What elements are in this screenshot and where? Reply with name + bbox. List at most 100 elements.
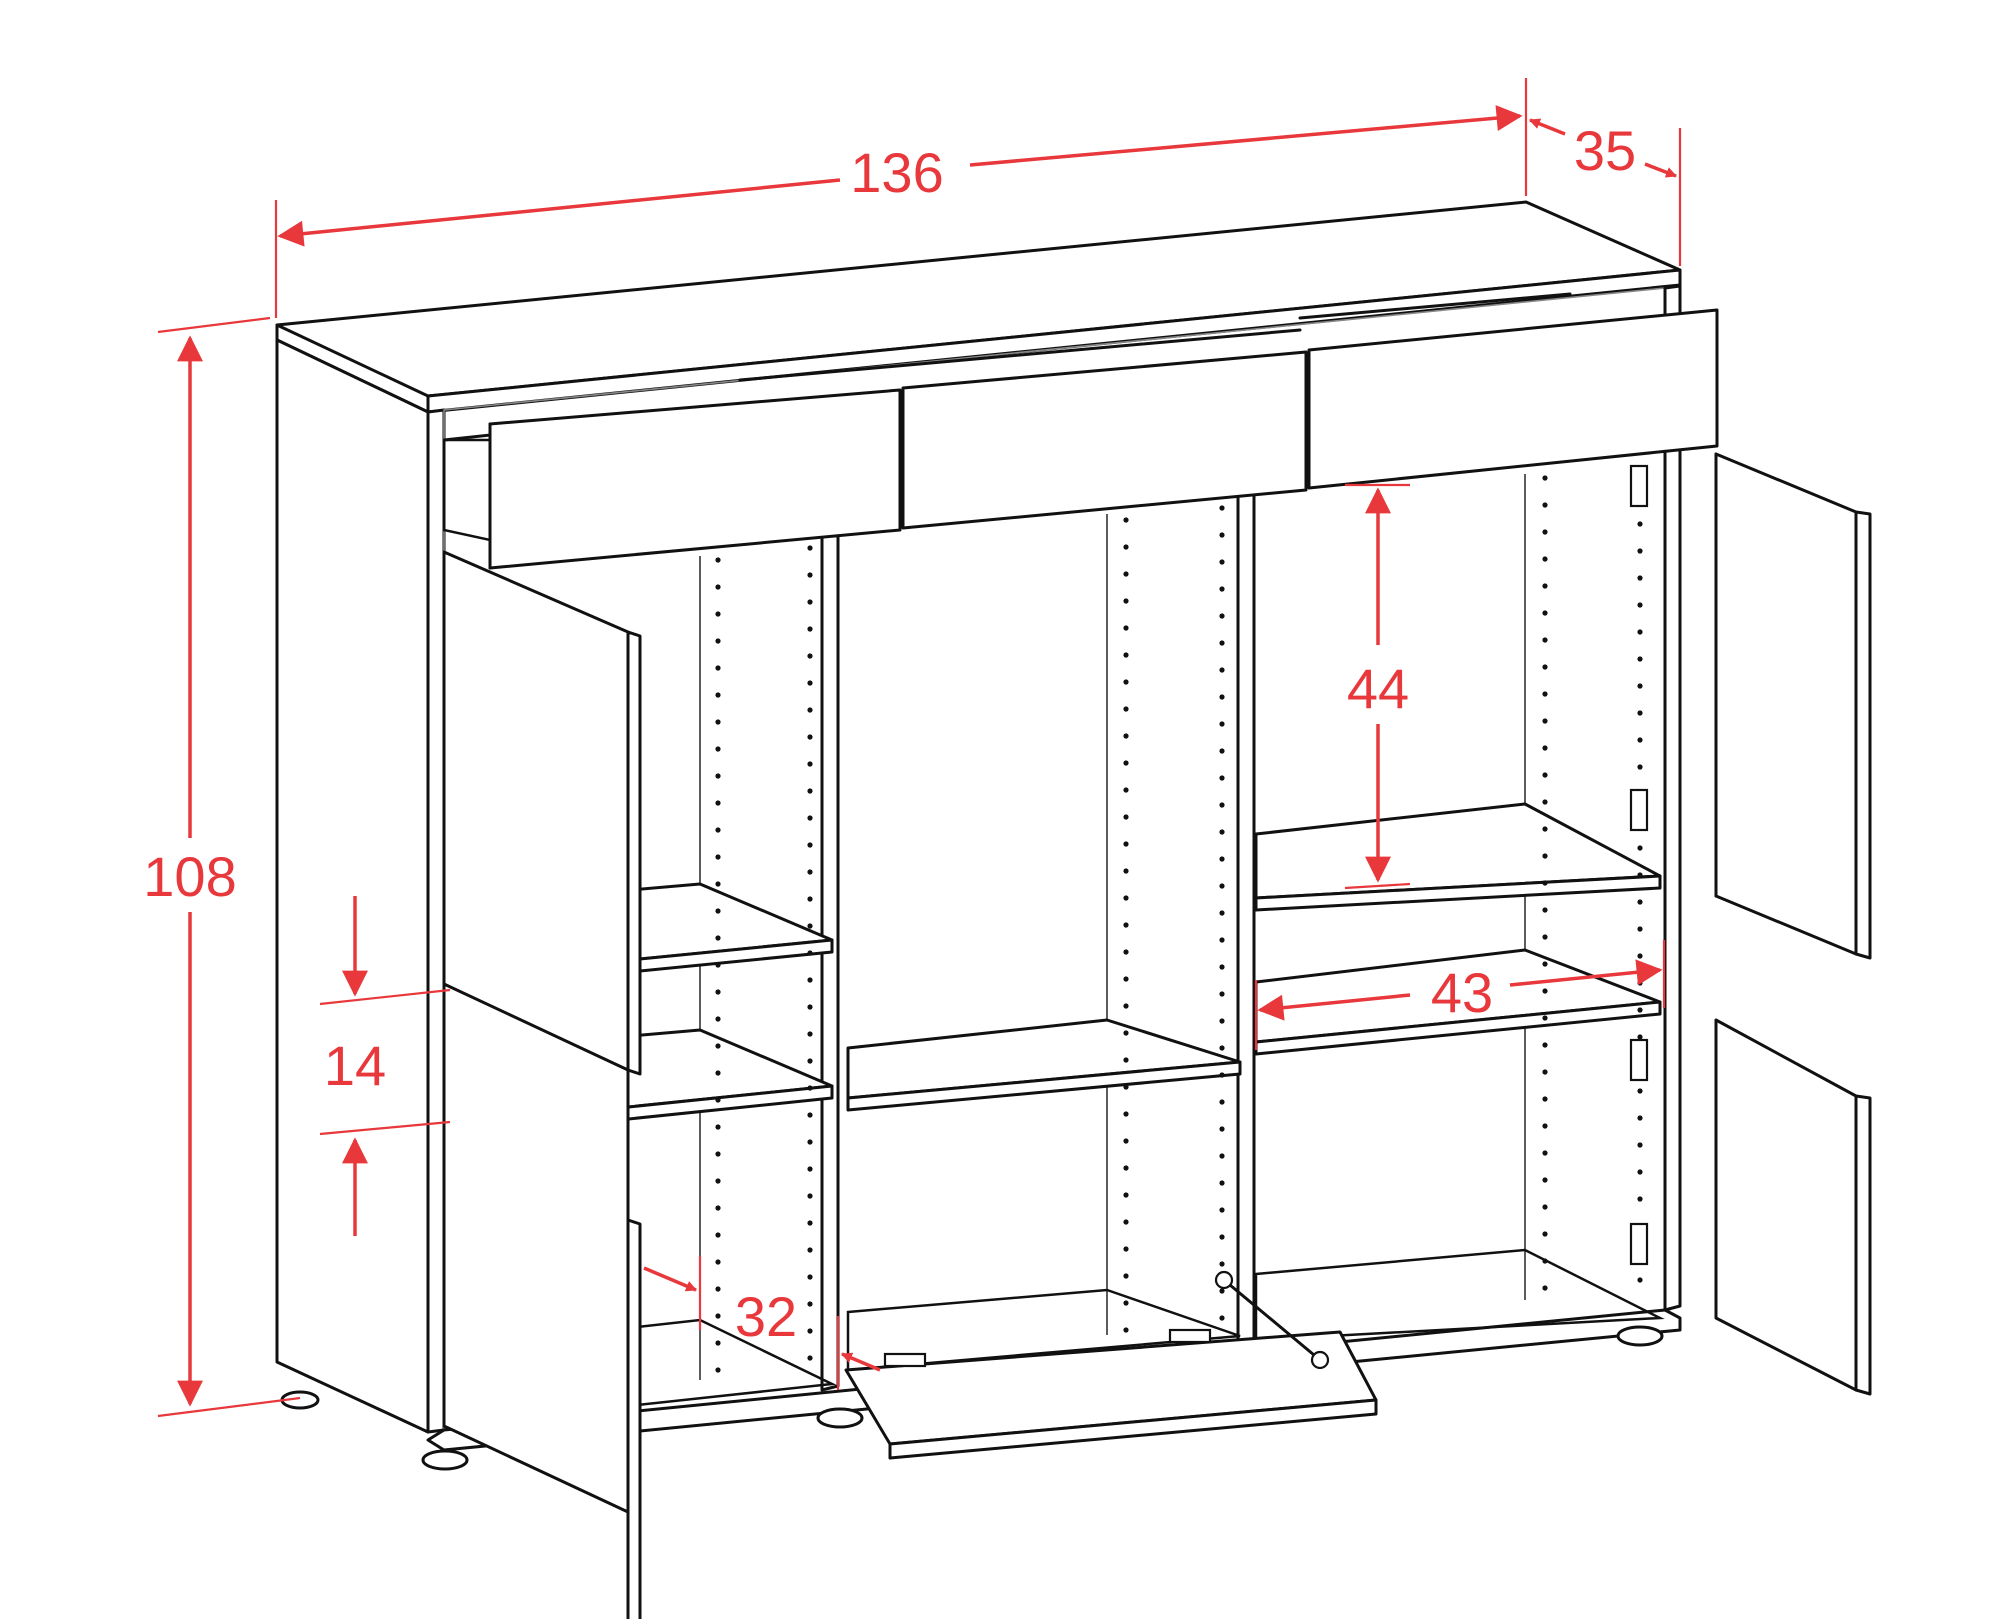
door-upper-right[interactable] xyxy=(1714,452,1858,956)
shelf-pin-hole xyxy=(1123,787,1129,793)
shelf-pin-hole xyxy=(1542,799,1548,805)
shelf-pin-hole xyxy=(807,788,813,794)
shelf-pin-hole xyxy=(1542,718,1548,724)
shelf-pin-hole xyxy=(1637,602,1643,608)
shelf-pin-hole xyxy=(715,584,721,590)
shelf-pin-hole xyxy=(1542,610,1548,616)
shelf-pin-hole xyxy=(1123,814,1129,820)
shelf-pin-hole xyxy=(1219,505,1225,511)
shelf-pin-hole xyxy=(715,935,721,941)
shelf-pin-hole xyxy=(807,977,813,983)
shelf-pin-hole xyxy=(1219,829,1225,835)
shelf-pin-hole xyxy=(1542,772,1548,778)
shelf-pin-hole xyxy=(1123,733,1129,739)
shelf-pin-hole xyxy=(715,881,721,887)
shelf-pin-hole xyxy=(1123,1111,1129,1117)
shelf-pin-hole xyxy=(1123,625,1129,631)
doors xyxy=(442,452,1872,1619)
drawer-front-center[interactable] xyxy=(901,350,1308,530)
shelf-pin-hole xyxy=(1542,1096,1548,1102)
width-dimension-line xyxy=(277,178,841,247)
shelf-pin-hole xyxy=(1637,1169,1643,1175)
shelf-pin-hole xyxy=(1542,1204,1548,1210)
shelf-pin-hole xyxy=(1542,691,1548,697)
height-label: 108 xyxy=(143,845,236,908)
shelf-pin-hole xyxy=(1123,1030,1129,1036)
door-lower-right[interactable] xyxy=(1714,1018,1858,1392)
shelf-pin-hole xyxy=(1123,598,1129,604)
shelf-pin-hole xyxy=(1637,1115,1643,1121)
left-side-front-edge xyxy=(426,408,446,1434)
shelf-pin-hole xyxy=(807,761,813,767)
shelf-pin-hole xyxy=(807,1301,813,1307)
hinge-icon xyxy=(1629,1038,1649,1082)
depth-label: 35 xyxy=(1574,119,1636,182)
shelf-pin-hole xyxy=(1542,1285,1548,1291)
shelf-pin-hole xyxy=(1637,521,1643,527)
door-upper-left[interactable] xyxy=(442,550,630,1072)
shelf-pin-hole xyxy=(807,1112,813,1118)
shelf-pin-hole xyxy=(715,962,721,968)
width-label: 136 xyxy=(850,141,943,204)
lower-floor-left xyxy=(626,1318,837,1408)
shelf-pin-hole xyxy=(807,923,813,929)
shelf-pin-hole xyxy=(807,815,813,821)
lower-floor-right xyxy=(1254,1248,1665,1342)
shelf-pin-hole xyxy=(807,626,813,632)
shelf-pin-hole xyxy=(1542,961,1548,967)
shelf-pin-hole xyxy=(1637,1034,1643,1040)
shelf-pin-hole xyxy=(807,1031,813,1037)
shelf-pin-hole xyxy=(807,950,813,956)
shelf-pin-hole xyxy=(715,908,721,914)
shelf-pin-hole xyxy=(1219,883,1225,889)
shelf-pin-hole xyxy=(715,611,721,617)
shelf-pin-hole xyxy=(1637,1196,1643,1202)
shelf-pin-hole xyxy=(1637,575,1643,581)
shelf-pin-hole xyxy=(1123,841,1129,847)
shelf-pin-hole xyxy=(1637,953,1643,959)
shelf-pin-hole xyxy=(1542,1123,1548,1129)
shelf-pin-hole xyxy=(807,1058,813,1064)
shelf-pin-hole xyxy=(1219,937,1225,943)
shelf-pin-hole xyxy=(1123,976,1129,982)
hinge-icon xyxy=(1168,1328,1212,1344)
inner-depth-arrow-right xyxy=(840,1352,881,1372)
shelf-pin-hole xyxy=(1219,775,1225,781)
gas-strut xyxy=(1222,1278,1322,1362)
shelf-pin-holes xyxy=(715,467,1643,1373)
shelf-pin-hole xyxy=(715,1070,721,1076)
shelf-pin-hole xyxy=(1219,694,1225,700)
shelf-pin-hole xyxy=(1542,907,1548,913)
shelf-pin-hole xyxy=(1123,868,1129,874)
shelf-pin-hole xyxy=(715,1097,721,1103)
shelf-pin-hole xyxy=(807,653,813,659)
shelf-pin-hole xyxy=(807,545,813,551)
shelf-pin-hole xyxy=(807,1085,813,1091)
shelf-pin-hole xyxy=(1219,991,1225,997)
door-lower-left[interactable] xyxy=(442,982,630,1514)
shelf-pin-hole xyxy=(715,719,721,725)
shelf-pin-hole xyxy=(1123,706,1129,712)
shelf-pin-hole xyxy=(715,989,721,995)
shelf-pin-hole xyxy=(1542,664,1548,670)
shelf-pin-hole xyxy=(1123,1246,1129,1252)
shelf-pin-hole xyxy=(1542,880,1548,886)
shelf-pin-hole xyxy=(1637,1142,1643,1148)
drawers xyxy=(442,292,1719,570)
shelf-pin-hole xyxy=(1123,760,1129,766)
drawer-front-right[interactable] xyxy=(1307,308,1719,490)
shelf-pin-hole xyxy=(807,896,813,902)
shelf-pin-hole xyxy=(807,1166,813,1172)
shelf-pin-hole xyxy=(807,869,813,875)
hinge-icon xyxy=(1629,1222,1649,1266)
shelf-pin-hole xyxy=(1542,988,1548,994)
shelf-pin-hole xyxy=(1123,1300,1129,1306)
shelf-pin-hole xyxy=(1123,1138,1129,1144)
shelf-pin-hole xyxy=(1123,1084,1129,1090)
foot-front-left xyxy=(421,1449,469,1471)
shelf-pin-hole xyxy=(715,1151,721,1157)
shelf-pin-hole xyxy=(807,1274,813,1280)
shelf-pin-hole xyxy=(1542,1069,1548,1075)
shelf-pin-hole xyxy=(807,599,813,605)
shelf-pin-hole xyxy=(1219,1045,1225,1051)
